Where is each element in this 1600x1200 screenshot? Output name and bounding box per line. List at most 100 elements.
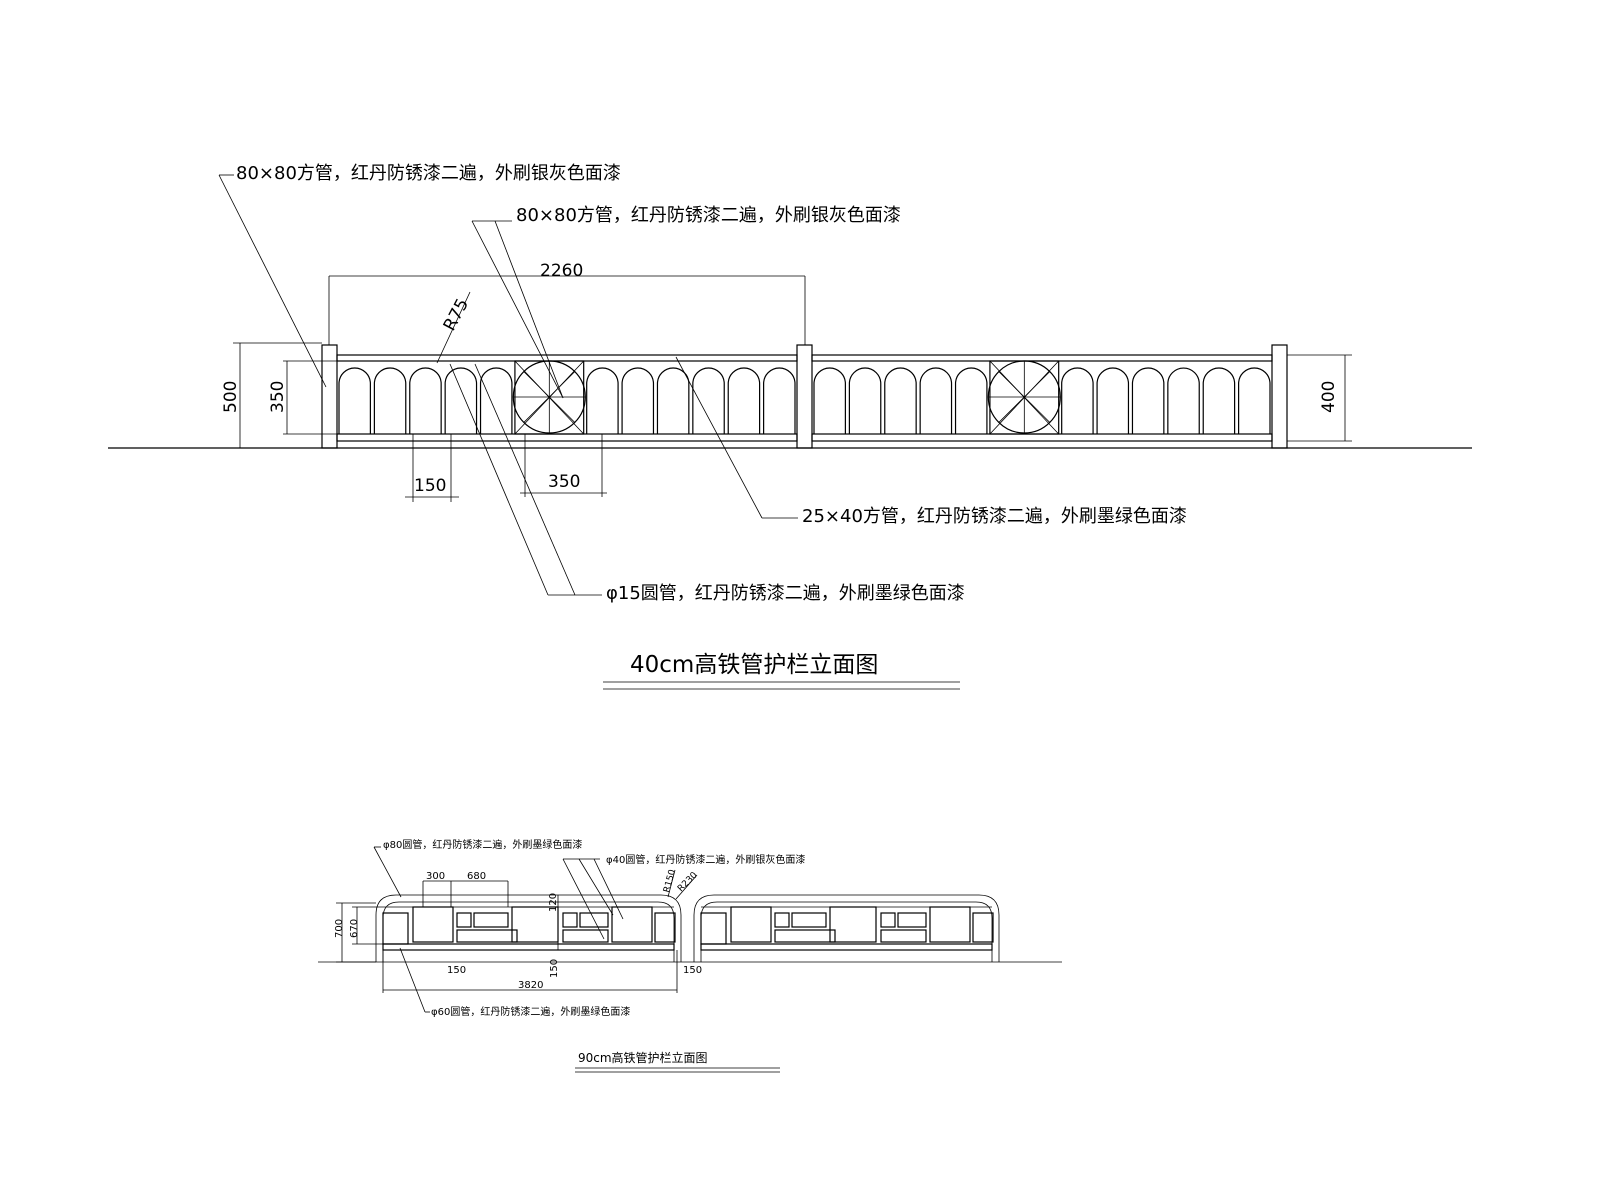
top-tube-inner	[382, 901, 675, 962]
leader	[667, 869, 676, 898]
lattice-cell	[774, 912, 790, 928]
label-inner-tube: φ40圆管，红丹防锈漆二遍，外刷银灰色面漆	[606, 853, 805, 866]
top-tube	[375, 894, 682, 962]
label-round-tube: φ15圆管，红丹防锈漆二遍，外刷墨绿色面漆	[606, 583, 965, 604]
leader	[449, 363, 549, 596]
dim-350-vertical: 350	[268, 381, 288, 413]
leader	[373, 846, 402, 898]
spoke	[549, 396, 576, 423]
arch	[813, 367, 846, 434]
top-rail	[811, 354, 1273, 362]
leader	[218, 174, 327, 388]
label-top-tube: φ80圆管，红丹防锈漆二遍，外刷墨绿色面漆	[383, 838, 582, 851]
top-tube	[693, 894, 1000, 962]
arch	[919, 367, 953, 434]
lattice-cell	[972, 912, 994, 943]
dim-700: 700	[334, 919, 345, 938]
post	[1271, 344, 1288, 449]
arch	[621, 367, 655, 434]
top-rail	[336, 354, 798, 362]
spoke	[523, 396, 550, 423]
lattice-cell	[654, 912, 676, 943]
lattice-cell	[473, 912, 509, 928]
dim-400: 400	[1319, 381, 1339, 413]
spoke	[1024, 396, 1051, 423]
dim-300: 300	[426, 871, 445, 882]
dim-500: 500	[221, 381, 241, 413]
arch	[409, 367, 442, 434]
fence-40cm-elevation	[108, 174, 1472, 690]
bottom-tube	[382, 943, 675, 951]
arch	[954, 367, 988, 434]
leader	[399, 947, 426, 1013]
leader	[474, 363, 576, 596]
lattice-cell	[929, 906, 971, 943]
lattice-cell	[730, 906, 772, 943]
leader	[562, 858, 605, 940]
lattice-cell	[611, 906, 653, 943]
bottom-rail	[336, 433, 798, 442]
leader	[593, 858, 624, 920]
title-90cm: 90cm高铁管护栏立面图	[578, 1050, 708, 1065]
diagonal	[514, 360, 584, 435]
lattice-cell	[700, 912, 727, 945]
arch	[656, 367, 690, 434]
lattice-cell	[791, 912, 827, 928]
dim-r150: R150	[662, 868, 678, 893]
leader	[578, 858, 614, 916]
bottom-tube	[700, 943, 993, 951]
dim-r230: R230	[676, 870, 700, 894]
arch	[1061, 367, 1094, 434]
lattice-cell	[412, 906, 454, 943]
label-post-mid: 80×80方管，红丹防锈漆二遍，外刷银灰色面漆	[516, 205, 901, 226]
lattice-cell	[774, 929, 836, 943]
arch	[479, 367, 513, 434]
lattice-cell	[880, 912, 896, 928]
arch	[1096, 367, 1130, 434]
post	[321, 344, 338, 449]
arch	[1167, 367, 1200, 434]
dim-3820: 3820	[518, 980, 543, 991]
dim-120: 120	[548, 893, 559, 912]
post	[796, 344, 813, 449]
arch	[763, 367, 796, 434]
leader	[675, 874, 698, 900]
leader	[494, 220, 564, 399]
dim-150-right: 150	[683, 965, 702, 976]
arch	[884, 367, 917, 434]
dim-350: 350	[548, 472, 580, 492]
arch	[1238, 367, 1271, 434]
arch	[727, 367, 761, 434]
label-rail: 25×40方管，红丹防锈漆二遍，外刷墨绿色面漆	[802, 506, 1187, 527]
leader	[675, 356, 763, 519]
dim-span: 2260	[540, 261, 583, 281]
dim-680: 680	[467, 871, 486, 882]
dim-150-left: 150	[447, 965, 466, 976]
arch	[692, 367, 725, 434]
arch	[1131, 367, 1165, 434]
dim-radius: R75	[440, 295, 473, 334]
title-40cm: 40cm高铁管护栏立面图	[630, 652, 878, 678]
lattice-cell	[880, 929, 927, 943]
arch	[848, 367, 882, 434]
arch	[373, 367, 407, 434]
lattice-cell	[897, 912, 927, 928]
lattice-cell	[562, 912, 578, 928]
dim-150: 150	[414, 476, 446, 496]
lattice-cell	[829, 906, 877, 943]
label-post-left: 80×80方管，红丹防锈漆二遍，外刷银灰色面漆	[236, 163, 621, 184]
top-tube-inner	[700, 901, 993, 962]
arch	[444, 367, 478, 434]
spoke	[998, 396, 1025, 423]
label-bottom-tube: φ60圆管，红丹防锈漆二遍，外刷墨绿色面漆	[431, 1005, 630, 1018]
arch	[586, 367, 619, 434]
lattice-cell	[456, 912, 472, 928]
bottom-rail	[811, 433, 1273, 442]
dim-670: 670	[349, 919, 360, 938]
leader	[471, 220, 564, 399]
lattice-cell	[562, 929, 609, 943]
arch	[338, 367, 371, 434]
dim-150-mid: 150	[549, 959, 560, 978]
arch	[1202, 367, 1236, 434]
